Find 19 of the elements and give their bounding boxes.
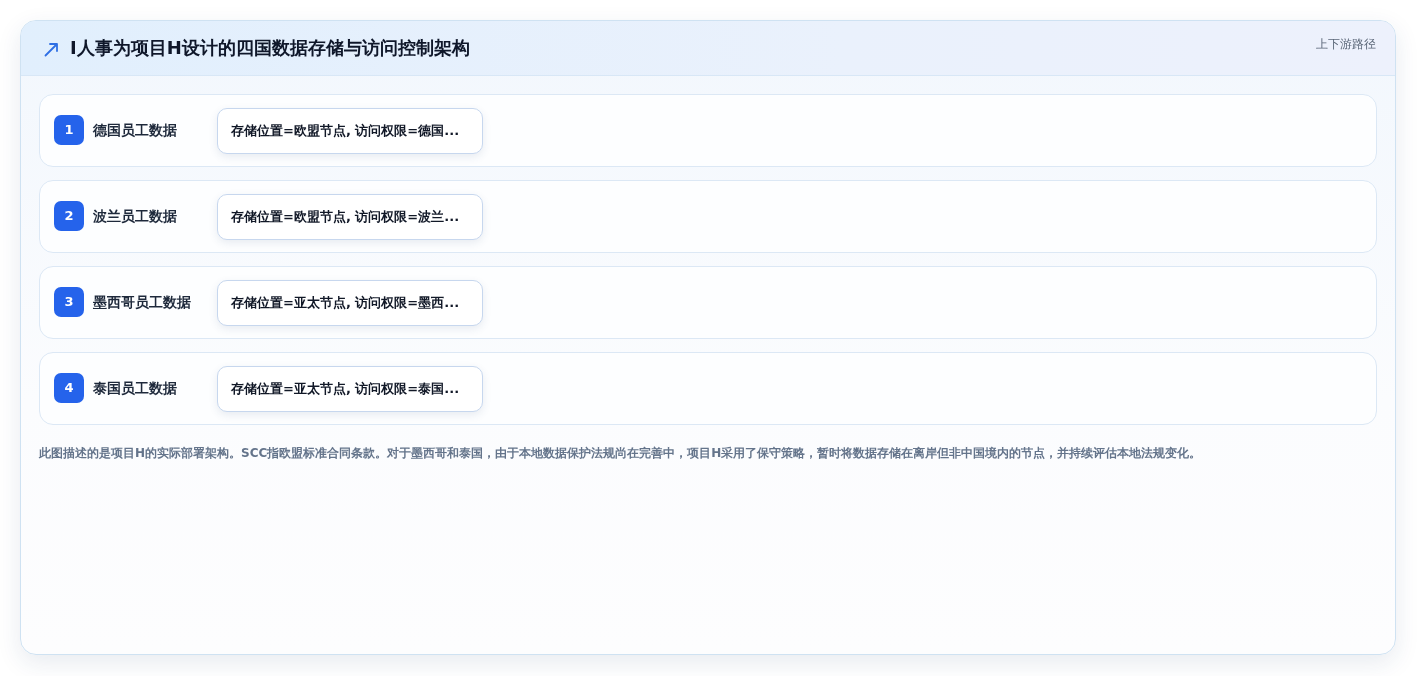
number-badge: 4 [54, 373, 84, 403]
row-card [39, 94, 1377, 167]
row-title: 波兰员工数据 [93, 207, 177, 225]
number-badge: 3 [54, 287, 84, 317]
footnote-text: 此图描述的是项目H的实际部署架构。SCC指欧盟标准合同条款。对于墨西哥和泰国，由于本地数据保护法规尚在完善中，项目H采用了保守策略，暂时将数据存储在离岸但非中国境内的节点，并持续评估本地法规变化。 [39, 445, 1202, 462]
info-pill: 存储位置=欧盟节点, 访问权限=德国... [217, 108, 483, 154]
row-title: 泰国员工数据 [93, 379, 177, 397]
header-note: 上下游路径 [1316, 36, 1376, 52]
title-text: I人事为项目H设计的四国数据存储与访问控制架构 [70, 37, 470, 59]
number-badge: 2 [54, 201, 84, 231]
info-pill: 存储位置=亚太节点, 访问权限=泰国... [217, 366, 483, 412]
row-title: 墨西哥员工数据 [93, 293, 191, 311]
info-pill: 存储位置=欧盟节点, 访问权限=波兰... [217, 194, 483, 240]
row-card [39, 180, 1377, 253]
row-title: 德国员工数据 [93, 121, 177, 139]
info-pill: 存储位置=亚太节点, 访问权限=墨西... [217, 280, 483, 326]
row-card [39, 266, 1377, 339]
row-card [39, 352, 1377, 425]
number-badge: 1 [54, 115, 84, 145]
